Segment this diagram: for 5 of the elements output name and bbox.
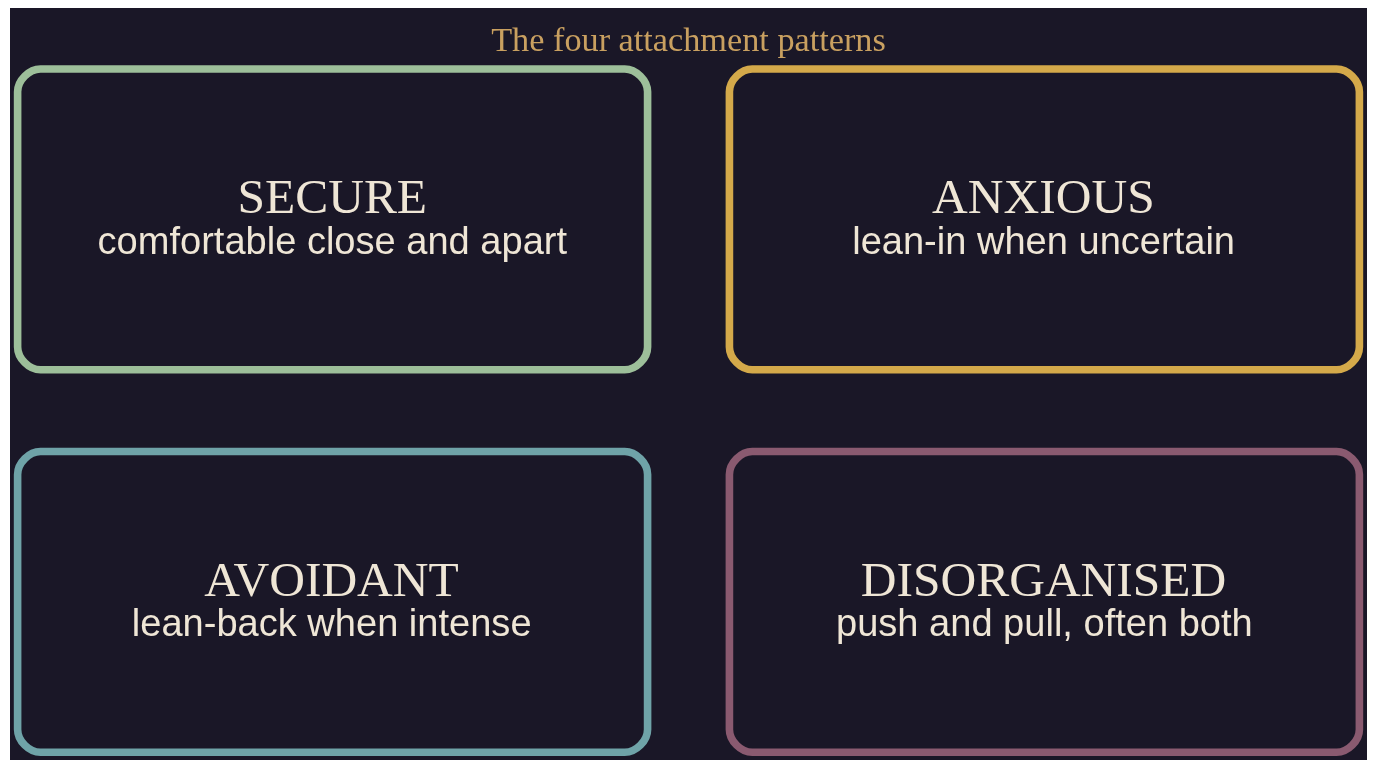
node-box: ANXIOUS lean-in when uncertain	[725, 65, 1363, 374]
diagram-title: The four attachment patterns	[490, 19, 886, 58]
node-box: DISORGANISED push and pull, often both	[725, 447, 1363, 757]
node-box: AVOIDANT lean-back when intense	[13, 447, 651, 757]
node-box: SECURE comfortable close and apart	[13, 65, 651, 374]
